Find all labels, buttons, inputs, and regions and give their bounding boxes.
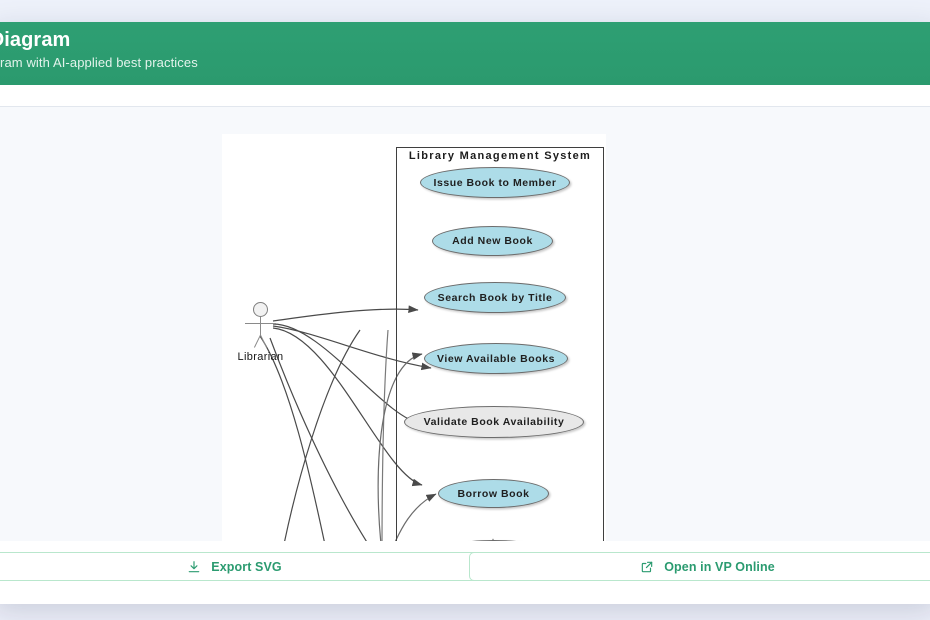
modal-footer: Export SVG Open in VP Online <box>0 541 930 604</box>
actor-arms-icon <box>245 323 276 325</box>
use-case-add-new-book[interactable]: Add New Book <box>432 226 553 256</box>
open-in-vp-online-label: Open in VP Online <box>664 559 775 574</box>
system-boundary <box>396 147 604 541</box>
actor-label: Librarian <box>237 351 284 363</box>
use-case-label: Issue Book to Member <box>433 176 557 189</box>
system-boundary-title: Library Management System <box>408 150 592 162</box>
use-case-label: View Available Books <box>437 352 555 365</box>
use-case-search-book-by-title[interactable]: Search Book by Title <box>424 282 566 313</box>
open-in-vp-online-button[interactable]: Open in VP Online <box>469 552 930 581</box>
header-divider <box>0 85 930 107</box>
use-case-label: Validate Book Availability <box>423 416 565 428</box>
use-case-issue-book-to-member[interactable]: Issue Book to Member <box>420 167 570 198</box>
external-link-icon <box>640 560 654 574</box>
ambient-top-strip <box>0 0 930 22</box>
export-svg-label: Export SVG <box>211 559 282 574</box>
diagram-modal: Refined Diagram Enhanced diagram with AI… <box>0 22 930 604</box>
connector-layer <box>259 305 606 541</box>
use-case-validate-book-availability[interactable]: Validate Book Availability <box>404 406 584 438</box>
actor-body-icon <box>260 317 262 336</box>
use-case-view-available-books[interactable]: View Available Books <box>424 343 568 374</box>
ambient-bottom-strip <box>0 604 930 620</box>
diagram-viewport[interactable]: Library Management System Librarian Issu… <box>0 107 930 541</box>
page-subtitle: Enhanced diagram with AI-applied best pr… <box>0 55 198 70</box>
use-case-borrow-book[interactable]: Borrow Book <box>438 479 549 508</box>
diagram-canvas[interactable]: Library Management System Librarian Issu… <box>222 134 606 541</box>
download-icon <box>187 560 201 574</box>
use-case-label: Borrow Book <box>457 487 530 500</box>
page-title: Refined Diagram <box>0 29 71 51</box>
modal-header: Refined Diagram Enhanced diagram with AI… <box>0 22 930 85</box>
use-case-label: Search Book by Title <box>437 291 553 304</box>
use-case-label: Add New Book <box>452 235 533 247</box>
actor-head-icon <box>253 302 268 317</box>
export-svg-button[interactable]: Export SVG <box>0 552 485 581</box>
